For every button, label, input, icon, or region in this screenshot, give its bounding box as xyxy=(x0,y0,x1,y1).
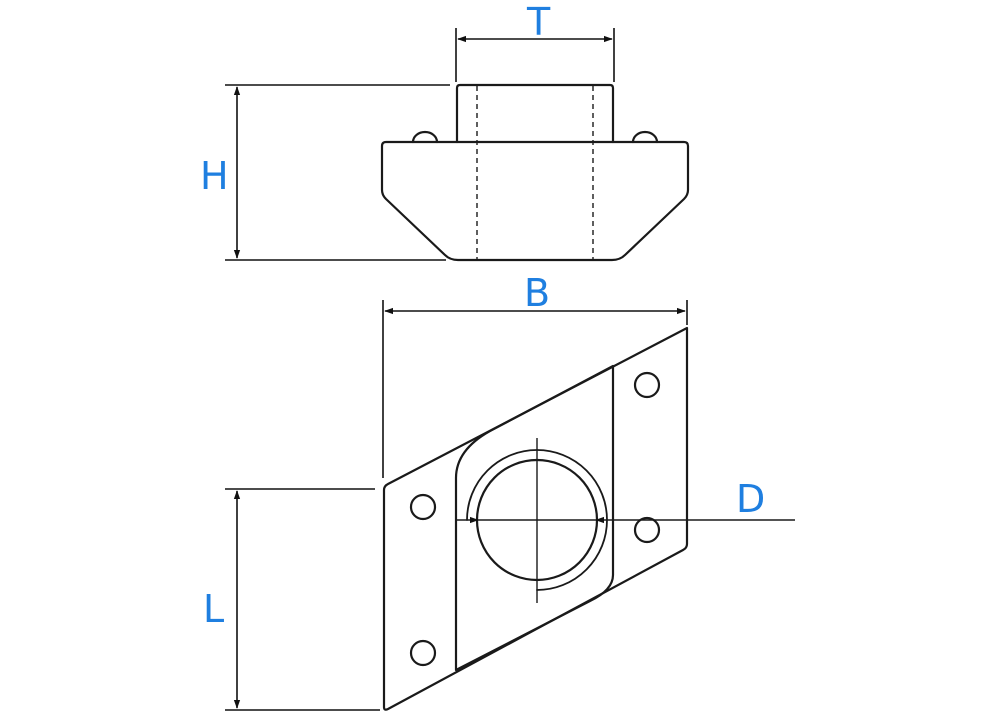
body-outline xyxy=(380,140,690,262)
hole-right xyxy=(633,516,661,544)
thread-arc-visible xyxy=(466,449,608,591)
label-t: T xyxy=(527,0,551,44)
right-bump xyxy=(631,130,659,144)
hole-left xyxy=(409,493,437,521)
label-l: L xyxy=(203,587,225,631)
dimension-l xyxy=(225,488,380,711)
pocket-outline xyxy=(454,364,615,672)
dimension-t xyxy=(455,28,615,82)
label-h: H xyxy=(200,154,229,198)
boss-outline xyxy=(455,83,615,144)
dimension-h xyxy=(225,84,450,261)
rhombus-outline xyxy=(382,326,689,711)
side-view xyxy=(380,83,690,262)
label-d: D xyxy=(736,477,766,521)
plan-view xyxy=(382,326,795,711)
hole-upper-right xyxy=(633,371,661,399)
label-b: B xyxy=(524,271,551,315)
hole-lower-left xyxy=(409,639,437,667)
left-bump xyxy=(411,130,439,144)
dimension-b xyxy=(382,300,688,478)
